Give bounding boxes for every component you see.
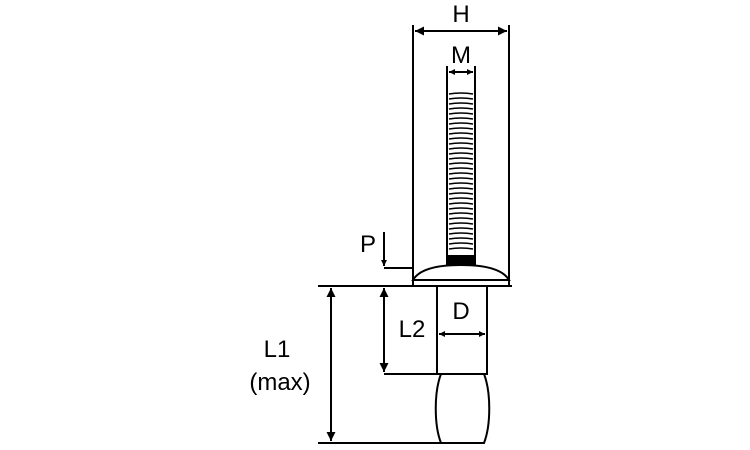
thread-line (448, 117, 474, 120)
L1-max-note: (max) (249, 369, 310, 396)
thread-line (448, 247, 474, 250)
thread-line (448, 207, 474, 210)
thread-line (448, 167, 474, 170)
thread-line (448, 237, 474, 240)
thread-line (448, 182, 474, 185)
rivet-shank (436, 285, 488, 375)
thread-line (448, 242, 474, 245)
P-label: P (360, 231, 376, 258)
thread-line (448, 162, 474, 165)
thread-line (448, 212, 474, 215)
thread-line (448, 92, 474, 95)
thread-line (448, 107, 474, 110)
thread-line (448, 112, 474, 115)
thread-line (448, 187, 474, 190)
thread-line (448, 192, 474, 195)
thread-line (448, 232, 474, 235)
dimension-L2 (379, 288, 440, 375)
thread-line (448, 157, 474, 160)
thread-line (448, 97, 474, 100)
thread-line (448, 122, 474, 125)
L2-label: L2 (399, 316, 426, 343)
dimension-L1 (318, 285, 441, 444)
thread-line (448, 217, 474, 220)
thread-line (448, 172, 474, 175)
thread-line (448, 177, 474, 180)
thread-line (448, 147, 474, 150)
D-label: D (452, 298, 469, 325)
thread-line (448, 127, 474, 130)
M-label: M (451, 42, 471, 69)
thread-line (448, 137, 474, 140)
thread-line (448, 202, 474, 205)
rivet-head (411, 263, 511, 281)
thread-line (448, 152, 474, 155)
thread-line (448, 197, 474, 200)
mandrel-collar (446, 255, 476, 266)
thread-line (448, 222, 474, 225)
thread-line (448, 102, 474, 105)
dimension-P (381, 232, 412, 269)
thread-line (448, 132, 474, 135)
L1-label: L1 (264, 336, 291, 363)
thread-line (448, 227, 474, 230)
mandrel-thread (448, 92, 474, 250)
mandrel-shaft (446, 90, 476, 255)
rivet (384, 90, 512, 444)
H-label: H (452, 1, 469, 28)
mandrel-head (434, 373, 491, 444)
thread-line (448, 142, 474, 145)
dimension-H (412, 25, 510, 282)
dimension-M (446, 66, 476, 90)
